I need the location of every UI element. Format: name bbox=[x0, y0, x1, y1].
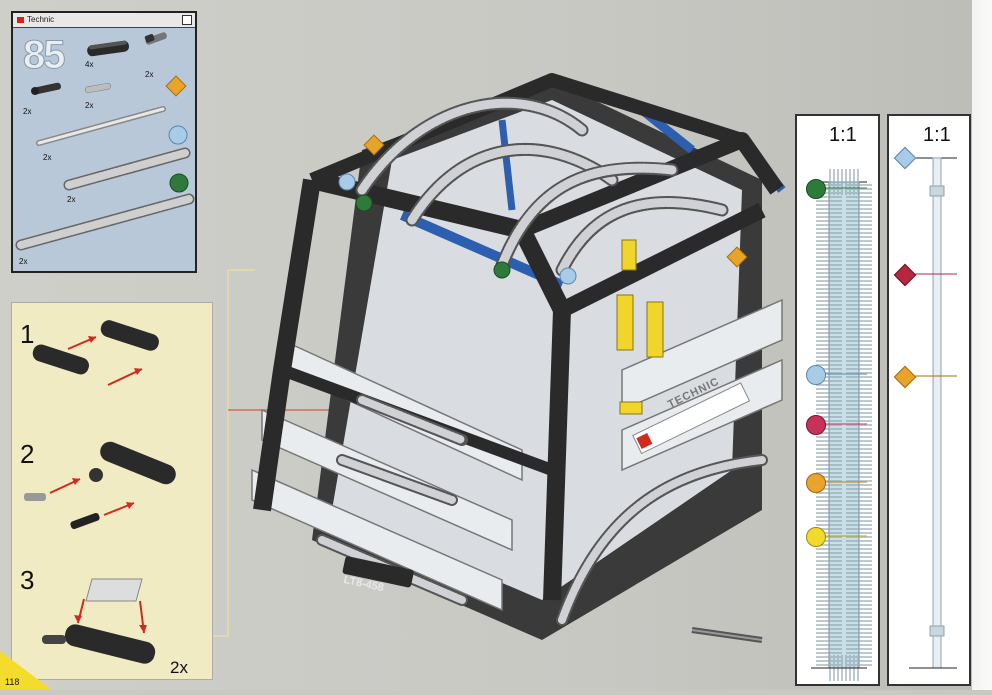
substep-illustrations bbox=[24, 320, 176, 664]
subassembly-panel: 1 2 3 2x bbox=[11, 302, 213, 680]
beam-5-part bbox=[87, 40, 129, 57]
page-corner-triangle bbox=[0, 651, 52, 690]
page-number-corner: 118 bbox=[0, 651, 52, 690]
pin-with-bush-part bbox=[144, 32, 167, 45]
substep-2-assembly bbox=[24, 441, 176, 530]
parts-window-titlebar: Technic bbox=[13, 13, 195, 28]
thin-tube-qty: 2x bbox=[43, 153, 52, 162]
beam-qty: 4x bbox=[85, 60, 94, 69]
substep-3-number: 3 bbox=[20, 565, 35, 595]
axle-pin-part bbox=[84, 83, 112, 93]
long-flex-tube-part bbox=[15, 193, 195, 251]
medium-tube-qty: 2x bbox=[67, 195, 76, 204]
ruler-1-marker-magenta-circle bbox=[806, 415, 826, 435]
medium-flex-tube-part bbox=[63, 147, 191, 191]
ruler-1-marker-yellow-circle bbox=[806, 527, 826, 547]
lego-logo-icon bbox=[17, 16, 24, 23]
ruler-1-marker-orange-circle bbox=[806, 473, 826, 493]
scale-ruler-1: 1:1 bbox=[795, 114, 880, 686]
ruler-1-marker-green-circle bbox=[806, 179, 826, 199]
long-tube-qty: 2x bbox=[19, 257, 28, 266]
light-blue-circle-marker bbox=[168, 125, 188, 145]
scale-ruler-2-label: 1:1 bbox=[923, 124, 951, 146]
parts-illustrations bbox=[15, 32, 195, 251]
parts-list-window: Technic 85 bbox=[11, 11, 197, 273]
scale-ruler-1-label: 1:1 bbox=[829, 124, 857, 146]
substep-2-number: 2 bbox=[20, 439, 35, 469]
substep-multiplier: 2x bbox=[170, 658, 188, 677]
pin-bush-qty: 2x bbox=[145, 70, 154, 79]
parts-window-title: Technic bbox=[27, 15, 55, 24]
step-number: 85 bbox=[23, 33, 66, 78]
page-number: 118 bbox=[5, 677, 20, 687]
connector-pin-qty: 2x bbox=[23, 107, 32, 116]
scale-ruler-2: 1:1 bbox=[887, 114, 971, 686]
green-circle-marker bbox=[169, 173, 189, 193]
ruler-2-axle bbox=[909, 157, 957, 669]
orange-diamond-marker bbox=[165, 75, 187, 97]
model-illustration bbox=[251, 73, 786, 643]
substep-1-number: 1 bbox=[20, 319, 35, 349]
thin-tube-part bbox=[36, 106, 166, 146]
substep-1-beams bbox=[32, 320, 159, 386]
page-edge-strip bbox=[972, 0, 992, 690]
ruler-1-marker-light-blue-circle bbox=[806, 365, 826, 385]
ruler-1-tube bbox=[811, 169, 872, 681]
axle-pin-qty: 2x bbox=[85, 101, 94, 110]
connector-pin-part bbox=[31, 82, 61, 95]
substep-3-assembly bbox=[42, 578, 156, 664]
close-icon[interactable] bbox=[182, 15, 192, 25]
